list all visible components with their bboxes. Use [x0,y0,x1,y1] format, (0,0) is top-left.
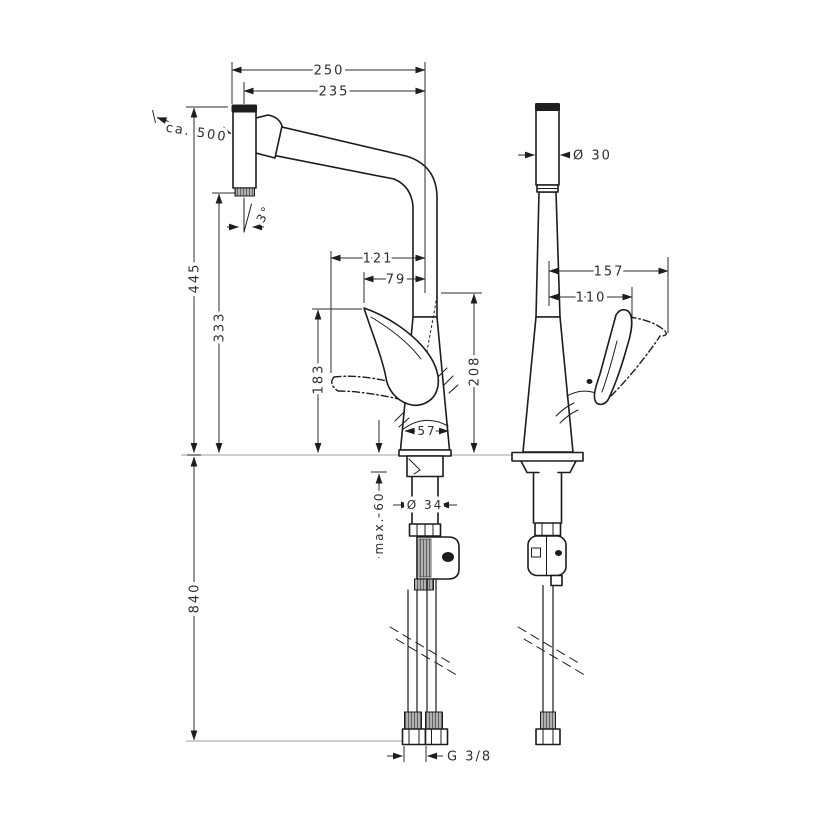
base-ring [398,449,452,457]
hose-coupling [414,578,434,591]
dim-label: 445 [188,263,203,294]
dim-handle-reach-open: 121 [330,248,426,373]
extension-lines [403,746,427,762]
mounting-nut-flats [416,523,434,537]
hose-nut-front-flats [542,728,554,745]
dim-aerator-height: 333 [209,192,236,453]
front-view [511,103,667,746]
dim-label: 840 [188,583,203,614]
shank-front [532,471,563,524]
break-marks [389,626,461,678]
side-view [231,104,461,746]
dim-joint-height: 208 [441,292,486,453]
dim-connection-thread: G 3/8 [387,746,494,768]
valve-box-port [442,552,454,562]
hose-nut-left [401,728,427,746]
dim-max-deck-thickness: max. 60 [369,420,390,558]
dim-label: 121 [363,252,394,267]
aerator [234,187,255,197]
column [535,191,561,318]
supply-hose-front [542,584,554,713]
body-shoulder-arc [401,419,449,431]
shading-ticks-front [555,402,579,424]
spray-head [232,110,257,189]
spray-angle-line [243,203,252,233]
reference-lines [181,454,520,742]
valve-barrel-window [531,547,541,558]
mounting-nut-front [534,522,562,537]
hose-nut-right [424,728,449,746]
tick [152,109,156,124]
mounting-nut-front-flats [541,522,554,536]
dim-label: 250 [314,64,345,79]
handle-alternate-position-front [610,316,667,397]
dim-shank-diameter: Ø 34 [393,495,457,516]
dim-label: 183 [312,364,327,395]
dim-handle-reach: 79 [363,269,426,303]
valve-barrel-tab [550,574,563,587]
dim-label: 79 [386,273,407,288]
valve-box-braid [418,538,432,578]
dim-head-diameter: Ø 30 [518,145,613,167]
dim-label: 235 [319,85,350,100]
spray-head-connector [251,114,283,159]
dim-handle-tip-height: 183 [308,308,362,453]
dim-label: max. 60 [372,491,386,554]
handle-front-edge-line [601,340,618,393]
dim-label: 57 [417,424,436,438]
shading-ticks [394,367,459,428]
dim-label: 157 [594,265,625,280]
dim-label: G 3/8 [447,750,492,765]
pivot-pin [586,379,593,384]
dim-label: 110 [576,291,607,306]
handle [363,307,440,406]
hose-sleeve-front [540,711,556,730]
hose-sleeve-left [404,711,422,730]
handle-edge-line [370,316,422,360]
spray-head-front [535,109,560,186]
dim-spout-reach-overall: 250 [231,60,426,293]
dim-label: 208 [468,356,483,387]
dim-label: Ø 30 [573,149,612,164]
escutcheon [406,455,444,478]
hose-nut-front [535,728,561,746]
shank [411,475,439,525]
dim-spout-reach: 235 [243,81,426,104]
valve-barrel-port [555,550,562,556]
hose-sleeve-right [425,711,443,730]
hose-nut-right-flats [431,728,442,745]
dim-handle-swing-width: 157 [548,257,669,333]
escutcheon-clip [408,458,421,475]
pivot-dome-arc [566,390,597,397]
hose-nut-left-flats [408,728,420,745]
spray-head-cap [231,104,257,113]
dim-hose-length-below: 840 [184,454,206,741]
dim-label: 333 [213,312,228,343]
dim-handle-width: 110 [548,287,633,317]
dim-base-diameter: 57 [404,421,449,442]
dim-label: Ø 34 [407,498,444,512]
dim-spout-height: 445 [184,106,228,453]
break-marks-front [517,626,589,678]
base-plate [511,451,584,462]
spray-head-cap-front [535,103,560,111]
